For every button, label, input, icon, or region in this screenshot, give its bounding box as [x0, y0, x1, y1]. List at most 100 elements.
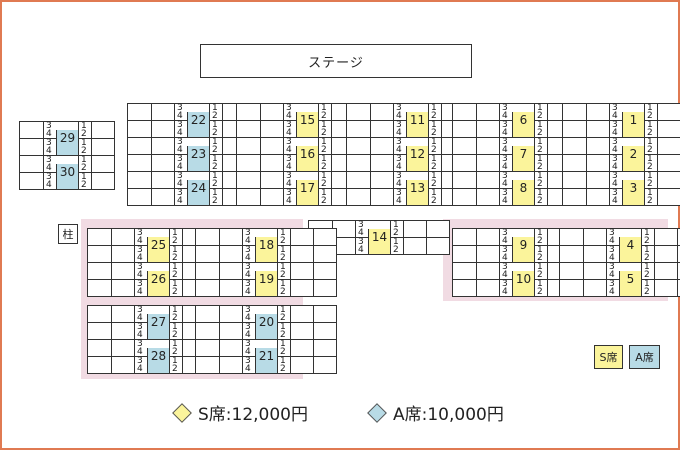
seat-label: 4 [137, 330, 143, 340]
diamond-s-icon [172, 402, 192, 423]
seat-label: 4 [612, 179, 618, 189]
seat-label: 2 [321, 111, 327, 121]
seat-cell [347, 189, 370, 205]
seat-label: 1 [647, 120, 653, 130]
seat-cell [111, 263, 134, 279]
seat-cell [370, 155, 393, 171]
seat-label: 2 [172, 253, 178, 263]
seat-label: 2 [280, 330, 286, 340]
seat-label: 1 [537, 154, 543, 164]
seat-label: 3 [245, 322, 251, 332]
seat-cell [331, 138, 354, 154]
seat-label: 3 [137, 245, 143, 255]
seat-cell [182, 229, 205, 245]
seat-label: 2 [644, 287, 650, 297]
seat-label: 3 [286, 103, 292, 113]
seat-cell [441, 189, 464, 205]
seat-label: 1 [321, 103, 327, 113]
seat-label: 3 [46, 172, 52, 182]
seat-cell [290, 323, 313, 339]
seat-label: 2 [321, 128, 327, 138]
seat-cell [313, 340, 336, 356]
seat-cell [196, 229, 219, 245]
seat-label: 4 [286, 111, 292, 121]
seat-cell [111, 340, 134, 356]
seat-label: 3 [286, 137, 292, 147]
seat-label: 3 [177, 103, 183, 113]
seat-label: 4 [612, 128, 618, 138]
seat-label: 4 [609, 287, 615, 297]
seat-label: 4 [396, 196, 402, 206]
seat-cell [657, 121, 680, 137]
block-number-15: 15 [296, 112, 318, 128]
seat-cell [453, 189, 476, 205]
block-number-30: 30 [56, 164, 78, 180]
seat-cell [476, 280, 499, 296]
seat-label: 2 [537, 128, 543, 138]
seat-label: 2 [431, 179, 437, 189]
seat-label: 4 [502, 162, 508, 172]
seat-label: 2 [172, 364, 178, 374]
seat-cell [453, 280, 476, 296]
badge-a: A席 [629, 345, 660, 369]
seat-label: 4 [396, 179, 402, 189]
seat-cell [260, 121, 283, 137]
seat-label: 1 [212, 120, 218, 130]
seat-label: 2 [537, 270, 543, 280]
seat-cell [237, 138, 260, 154]
seat-label: 2 [431, 111, 437, 121]
seat-label: 1 [393, 237, 399, 247]
seat-cell [222, 104, 245, 120]
seat-label: 4 [137, 270, 143, 280]
seat-label: 4 [502, 253, 508, 263]
seat-label: 2 [647, 179, 653, 189]
seat-label: 3 [286, 171, 292, 181]
seat-label: 1 [321, 171, 327, 181]
seat-cell [196, 340, 219, 356]
seat-label: 1 [647, 103, 653, 113]
seat-cell [563, 138, 586, 154]
seat-cell [426, 238, 449, 254]
seat-label: 3 [396, 103, 402, 113]
seat-cell [151, 104, 174, 120]
seat-cell [654, 229, 677, 245]
seat-cell [331, 155, 354, 171]
seat-label: 2 [212, 145, 218, 155]
seat-cell [219, 246, 242, 262]
seat-label: 1 [172, 322, 178, 332]
seat-label: 4 [137, 236, 143, 246]
seat-cell [290, 246, 313, 262]
seat-cell [563, 189, 586, 205]
seat-label: 3 [358, 237, 364, 247]
seat-label: 3 [137, 228, 143, 238]
seat-label: 2 [172, 330, 178, 340]
seat-label: 3 [612, 188, 618, 198]
seat-label: 2 [81, 129, 87, 139]
seat-cell [583, 246, 606, 262]
seat-cell [313, 357, 336, 373]
seat-label: 2 [172, 347, 178, 357]
seat-cell [128, 138, 151, 154]
seat-label: 1 [321, 154, 327, 164]
